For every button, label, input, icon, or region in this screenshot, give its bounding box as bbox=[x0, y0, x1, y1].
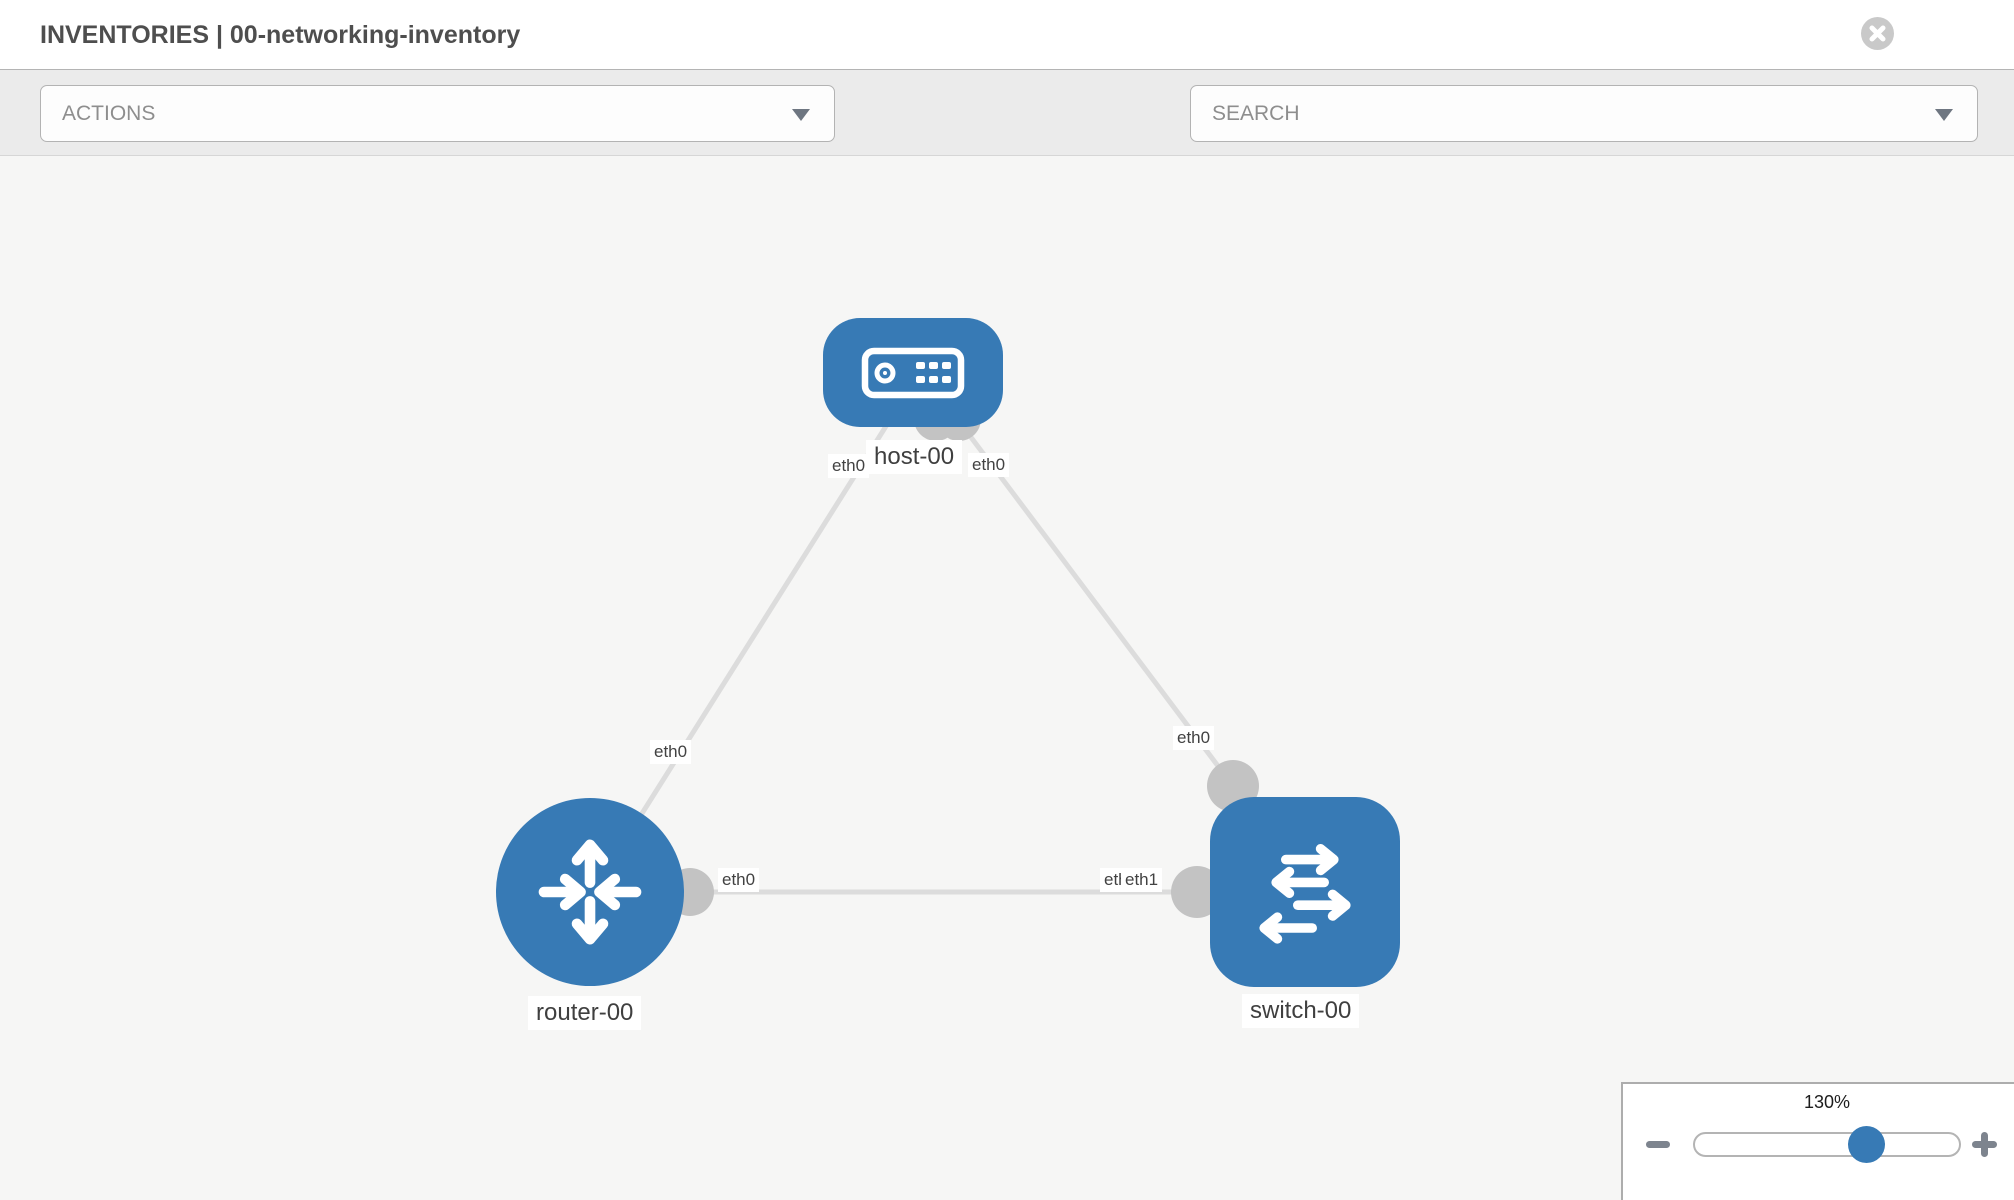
zoom-slider-track[interactable] bbox=[1693, 1132, 1961, 1157]
chevron-down-icon bbox=[1935, 108, 1953, 121]
x-glyph bbox=[1869, 25, 1886, 42]
search-placeholder: SEARCH bbox=[1212, 101, 1300, 125]
router-icon bbox=[538, 839, 642, 945]
panel-header: INVENTORIES | 00-networking-inventory bbox=[0, 0, 2014, 70]
minus-glyph bbox=[1646, 1141, 1670, 1148]
toolbar: ACTIONS SEARCH bbox=[0, 70, 2014, 202]
interface-label: eth0 bbox=[650, 740, 692, 764]
zoom-level-value: 130% bbox=[1803, 1092, 1851, 1112]
interface-label: eth0 bbox=[828, 454, 870, 478]
switch-icon bbox=[1259, 844, 1351, 944]
plus-glyph bbox=[1971, 1132, 1997, 1157]
node-host[interactable] bbox=[823, 318, 1003, 427]
actions-dropdown[interactable]: ACTIONS bbox=[40, 85, 835, 142]
node-router[interactable] bbox=[496, 798, 684, 986]
page-title: INVENTORIES | 00-networking-inventory bbox=[40, 21, 521, 49]
host-icon bbox=[861, 347, 965, 398]
interface-label: eth0 bbox=[968, 453, 1010, 477]
node-label-router[interactable]: router-00 bbox=[528, 996, 642, 1030]
node-label-switch[interactable]: switch-00 bbox=[1242, 994, 1360, 1028]
node-label-host[interactable]: host-00 bbox=[866, 440, 963, 474]
links-layer bbox=[587, 394, 1259, 918]
close-icon[interactable] bbox=[1861, 17, 1894, 50]
link-host-router[interactable] bbox=[587, 394, 908, 898]
zoom-control-panel: 130% bbox=[1621, 1082, 2014, 1200]
node-switch[interactable] bbox=[1210, 797, 1400, 987]
search-dropdown[interactable]: SEARCH bbox=[1190, 85, 1978, 142]
zoom-out-icon[interactable] bbox=[1645, 1126, 1671, 1163]
topology-canvas[interactable]: host-00 router-00 switch-00 eth0 eth0 et… bbox=[0, 156, 2014, 1200]
interface-label: eth0 bbox=[718, 868, 760, 892]
zoom-slider-thumb[interactable] bbox=[1848, 1126, 1885, 1163]
chevron-down-icon bbox=[792, 108, 810, 121]
interface-label: eth0 bbox=[1173, 726, 1215, 750]
actions-dropdown-label: ACTIONS bbox=[62, 101, 156, 125]
interface-label: eth1 bbox=[1121, 868, 1163, 892]
zoom-in-icon[interactable] bbox=[1971, 1126, 1997, 1163]
